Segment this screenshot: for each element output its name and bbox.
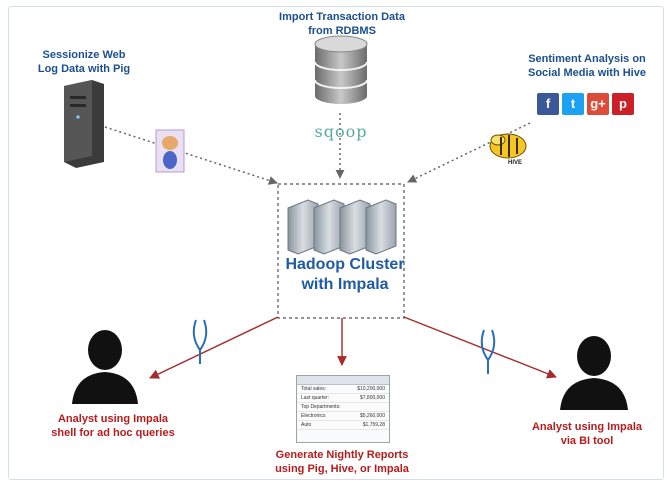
- report-row: Auto $1,759,28: [297, 421, 389, 430]
- arrow-pig-to-cluster: [104, 126, 278, 185]
- report-titlebar: [297, 376, 389, 385]
- analyst-left-label: Analyst using Impala shell for ad hoc qu…: [51, 413, 175, 439]
- analyst-left-avatar: [72, 330, 138, 404]
- cluster-title: Hadoop Cluster with Impala: [285, 256, 405, 293]
- report-row-value: $10,200,000: [357, 386, 385, 392]
- report-row-value: $5,260,000: [359, 413, 385, 419]
- web-server-icon: [64, 80, 104, 168]
- reports-label: Generate Nightly Reports using Pig, Hive…: [275, 449, 409, 475]
- hive-logo-icon: [489, 133, 527, 159]
- report-row-label: Total sales:: [301, 386, 327, 392]
- report-row-label: Auto: [301, 422, 312, 428]
- report-row: Last quarter: $7,800,000: [297, 394, 389, 403]
- analyst-right-label: Analyst using Impala via BI tool: [531, 421, 643, 447]
- cluster-servers-icon: [287, 199, 397, 255]
- report-row-value: $7,800,000: [359, 395, 385, 401]
- hive-source-label: Sentiment Analysis on Social Media with …: [528, 53, 646, 79]
- pig-logo-icon: [155, 129, 185, 173]
- impala-logo-icon-left: [192, 319, 208, 364]
- arrow-cluster-to-analyst-right: [403, 316, 557, 379]
- sqoop-logo: sqoop: [314, 122, 368, 141]
- impala-logo-icon-right: [480, 329, 496, 374]
- report-row-label: Top Departments:: [301, 404, 341, 410]
- analyst-right-avatar: [560, 336, 628, 410]
- google-plus-icon: g+: [587, 93, 609, 115]
- pig-source-label: Sessionize Web Log Data with Pig: [37, 49, 131, 75]
- twitter-icon: t: [562, 93, 584, 115]
- rdbms-source-label: Import Transaction Data from RDBMS: [279, 11, 405, 37]
- hive-logo-text: HIVE: [508, 160, 523, 166]
- report-row: Total sales: $10,200,000: [297, 385, 389, 394]
- database-icon: [314, 35, 368, 104]
- pinterest-icon: p: [612, 93, 634, 115]
- facebook-icon: f: [537, 93, 559, 115]
- report-row: Top Departments:: [297, 403, 389, 412]
- report-row-label: Last quarter:: [301, 395, 330, 401]
- report-row-label: Electronics: [301, 413, 326, 419]
- cluster-box: [277, 183, 405, 319]
- report-row-value: $1,759,28: [362, 422, 385, 428]
- arrow-cluster-to-analyst-left: [149, 316, 279, 379]
- report-row: Electronics $5,260,000: [297, 412, 389, 421]
